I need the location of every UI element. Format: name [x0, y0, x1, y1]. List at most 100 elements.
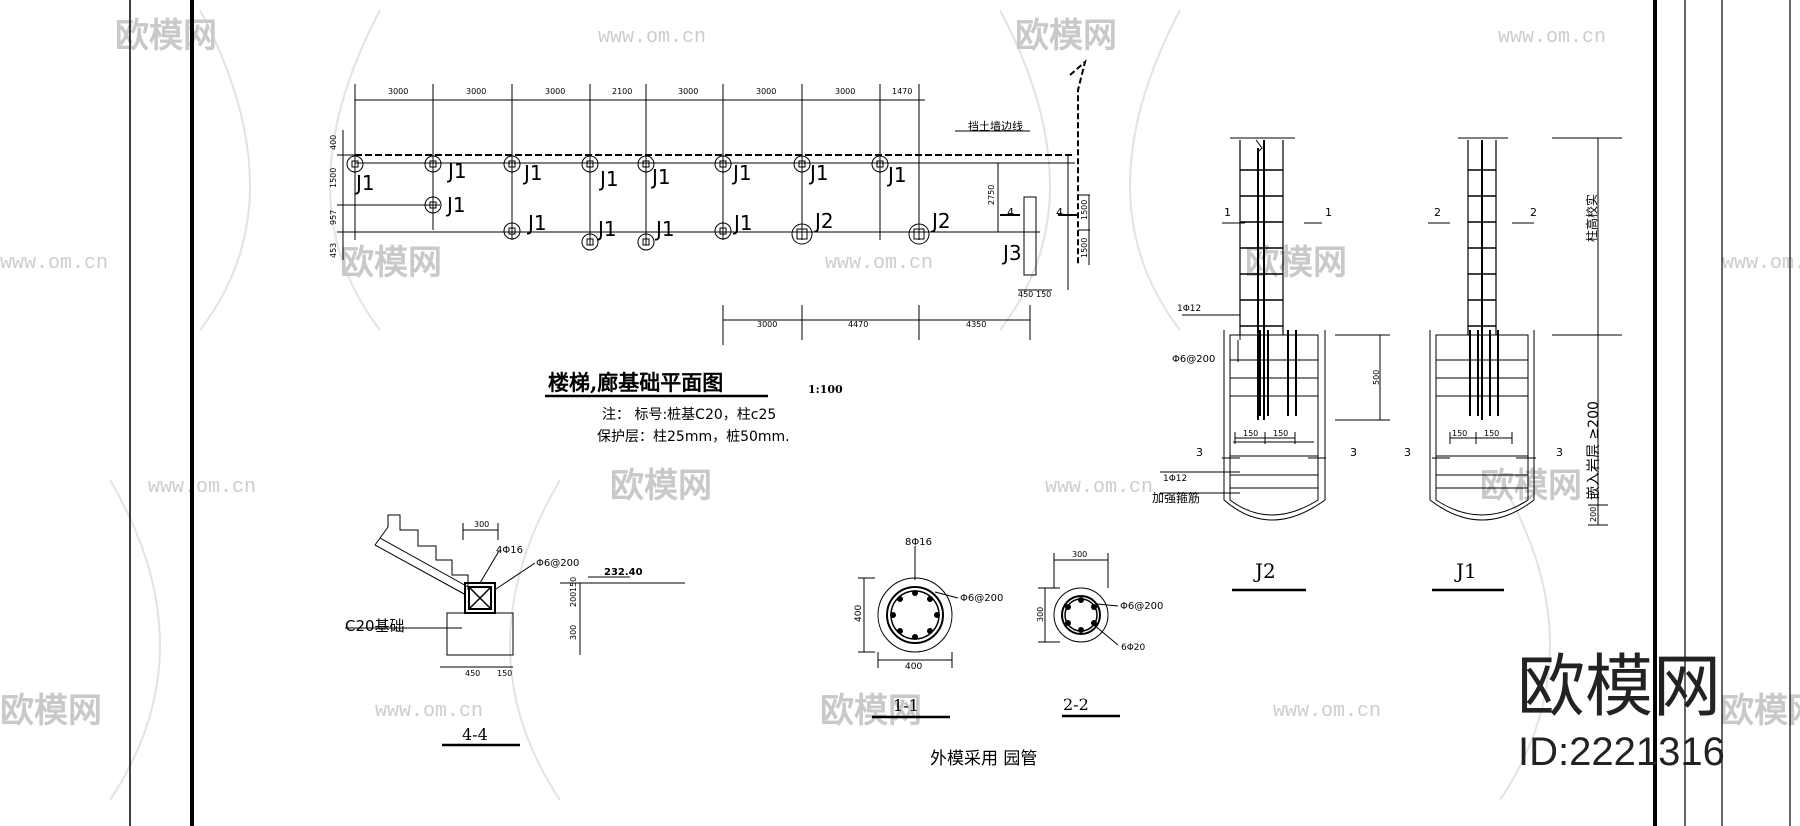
plan-dimensions: 3000 3000 3000 2100 3000 3000 3000 1470 … — [329, 87, 1089, 329]
dim-left: 1500 — [329, 168, 338, 188]
dim-bottom: 4470 — [848, 320, 868, 329]
dim-top: 3000 — [466, 87, 486, 96]
dim-small: 450 — [1018, 290, 1033, 299]
pile-label: J1 — [886, 163, 907, 187]
rebar-label: 1Φ12 — [1177, 304, 1201, 314]
pile-label: J1 — [650, 165, 671, 189]
embed-label: 嵌入岩层 ≥200 — [1586, 401, 1602, 500]
pile-label: J1 — [598, 167, 619, 191]
section-title: 2-2 — [1063, 695, 1089, 714]
pile-label: J1 — [654, 217, 675, 241]
dim-h: 150 — [1273, 429, 1288, 438]
watermark-brand: 欧模网 — [820, 691, 922, 731]
dim-top: 3000 — [835, 87, 855, 96]
section-mark: 1 — [1224, 206, 1231, 219]
dim-44: 150 — [497, 669, 512, 678]
dim-h: 400 — [905, 662, 922, 672]
pile-label: J1 — [731, 161, 752, 185]
pile-label: J1 — [446, 159, 467, 183]
watermark-url: www.om.cn — [1045, 476, 1153, 499]
watermark-layer: 欧模网 欧模网 欧模网 欧模网 欧模网 欧模网 欧模网 欧模网 欧模网 www.… — [0, 9, 1800, 801]
section-mark: 3 — [1404, 446, 1411, 459]
wall-label: 挡土墙边线 — [968, 119, 1023, 133]
watermark-brand: 欧模网 — [1720, 691, 1800, 731]
section-2-2 — [1038, 553, 1120, 718]
section-mark: 3 — [1196, 446, 1203, 459]
rebar-label: 加强箍筋 — [1152, 490, 1200, 505]
section-mark: 3 — [1350, 446, 1357, 459]
pile-label: J2 — [930, 209, 951, 233]
watermark-url: www.om.cn — [1498, 26, 1606, 49]
dim-left: 957 — [329, 210, 338, 225]
top-dim-ticks — [354, 84, 920, 245]
section-1-1 — [858, 546, 959, 719]
dim-44: 200 — [569, 592, 578, 607]
watermark-brand: 欧模网 — [340, 243, 442, 283]
dim-right: 2750 — [987, 185, 996, 205]
pile-label: J1 — [808, 161, 829, 185]
corner-brand-text: 欧模网 — [1517, 648, 1721, 727]
dim-top: 3000 — [756, 87, 776, 96]
dim-top: 2100 — [612, 87, 632, 96]
dim-44: 450 — [465, 669, 480, 678]
pile-label: J2 — [813, 209, 834, 233]
rebar-label: Φ6@200 — [1172, 354, 1215, 365]
section-1-1-labels: 8Φ16 Φ6@200 400 400 1-1 — [854, 537, 1003, 715]
dim-top: 3000 — [388, 87, 408, 96]
foundation-label: C20基础 — [345, 617, 405, 635]
section-4-4 — [345, 514, 685, 747]
pile-label: J3 — [1001, 241, 1022, 265]
dim-left: 453 — [329, 243, 338, 258]
pile-label: J1 — [522, 161, 543, 185]
detail-j1 — [1428, 137, 1622, 592]
elevation-label: 232.40 — [604, 567, 643, 578]
rebar-main-label: 6Φ20 — [1121, 643, 1146, 653]
dim-top: 3000 — [545, 87, 565, 96]
plan-pile-labels: J1 J1 J1 J1 J1 J1 J1 J1 J1 J1 J1 J1 J1 J… — [354, 159, 1022, 265]
rebar-stirrup-label: Φ6@200 — [1120, 601, 1163, 612]
detail-title: J2 — [1253, 559, 1276, 583]
dim-bottom: 3000 — [757, 320, 777, 329]
pile-row-3 — [503, 222, 930, 251]
dim-bottom: 4350 — [966, 320, 986, 329]
pile-row-1 — [346, 155, 889, 173]
section-2-2-labels: 300 300 Φ6@200 6Φ20 2-2 — [1036, 550, 1163, 714]
dim-44: 300 — [569, 625, 578, 640]
dim-h: 300 — [1072, 550, 1087, 559]
dim-top: 1470 — [892, 87, 912, 96]
watermark-url: www.om.cn — [825, 252, 933, 275]
watermark-url: www.om.cn — [0, 252, 108, 275]
dim-top: 3000 — [678, 87, 698, 96]
plan-note-line2: 保护层：柱25mm，桩50mm. — [597, 428, 790, 445]
dim-44: 150 — [569, 577, 578, 592]
watermark-url: www.om.cn — [1722, 252, 1800, 275]
dim-h: 150 — [1243, 429, 1258, 438]
section-mark: 1 — [1325, 206, 1332, 219]
dim-v: 300 — [1036, 607, 1045, 622]
watermark-brand: 欧模网 — [0, 691, 102, 731]
detail-title: J1 — [1454, 559, 1477, 583]
detail-j2-labels: 1Φ12 Φ6@200 1Φ12 加强箍筋 500 150 150 1 1 3 … — [1152, 206, 1381, 583]
watermark-url: www.om.cn — [1273, 700, 1381, 723]
watermark-url: www.om.cn — [598, 26, 706, 49]
section-mark: 4 — [1056, 206, 1063, 219]
watermark-brand: 欧模网 — [1480, 466, 1582, 506]
section-mark: 2 — [1530, 206, 1537, 219]
dim-44: 300 — [474, 520, 489, 529]
section-mark: 2 — [1434, 206, 1441, 219]
dim-h: 150 — [1484, 429, 1499, 438]
rebar-main-label: 4Φ16 — [496, 545, 523, 556]
pile-label: J1 — [354, 171, 375, 195]
dim-v: 400 — [854, 605, 864, 622]
rebar-label: 1Φ12 — [1163, 474, 1187, 484]
drawing-frame — [129, 0, 1791, 826]
foundation-plan — [337, 59, 1090, 398]
dim-h: 150 — [1452, 429, 1467, 438]
watermark-url: www.om.cn — [375, 700, 483, 723]
dim-right: 1500 — [1080, 200, 1089, 220]
dim-right: 1500 — [1080, 238, 1089, 258]
plan-title: 楼梯,廊基础平面图 — [548, 370, 723, 395]
rebar-main-label: 8Φ16 — [905, 537, 932, 548]
dim-v: 200 — [1589, 507, 1598, 522]
dim-v: 500 — [1372, 370, 1381, 385]
